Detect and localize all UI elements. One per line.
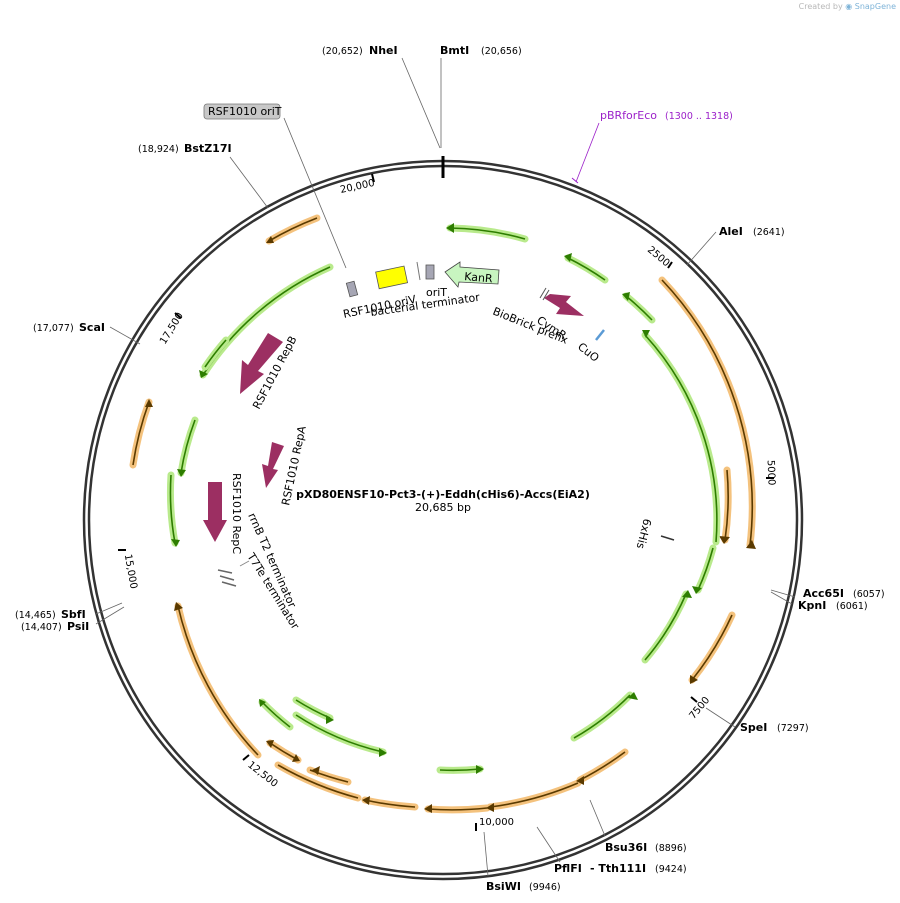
site-pos: (18,924) [138,144,179,155]
kanr-arrow [444,261,500,288]
site-name: BsiWI [486,880,521,893]
site-pos: (20,652) [322,46,363,57]
site-name: SpeI [740,721,767,734]
site-pos: (17,077) [33,323,74,334]
site-leader-lines [95,57,796,877]
rrnb-mark [239,560,250,567]
t7te-mark [217,569,233,574]
site-pos: (9424) [655,864,687,875]
site-pos: (2641) [753,227,785,238]
site-pos: (9946) [529,882,561,893]
plasmid-length: 20,685 bp [415,501,471,514]
site-name: ScaI [79,321,105,334]
repc-arrow [203,482,227,542]
plasmid-name: pXD80ENSF10-Pct3-(+)-Eddh(cHis6)-Accs(Ei… [296,488,590,501]
site-pos: (8896) [655,843,687,854]
repb-arrow [240,333,283,394]
oriv-block [375,265,409,290]
tick-label: 10,000 [479,817,514,828]
orf-arrowheads [145,236,756,813]
site-name: BmtI [440,44,469,57]
cds-arrowheads [171,223,702,774]
site-name: SbfI [61,608,86,621]
orit-line [416,261,421,281]
primer-leader [575,122,600,183]
site-pos: (6057) [853,589,885,600]
site-name: PflFI [554,862,582,875]
t7te-mark [219,575,235,581]
site-name: BstZ17I [184,142,232,155]
primer-tick [571,177,579,184]
brand-prefix: Created by [798,2,843,11]
tick-label: 17,500 [158,311,186,347]
site-name: NheI [369,44,398,57]
tick-label: 7500 [687,695,712,722]
feature-label: CuO [575,340,602,365]
orit-leader [283,117,347,269]
orit-small-block [345,280,359,298]
site-name: - Tth111I [590,862,646,875]
cuo-mark [595,329,605,341]
tick-label: 15,000 [122,553,139,589]
tick-label: 12,500 [245,760,279,790]
feature-label: RSF1010 RepC [230,473,243,554]
biobrick-mark [539,287,547,299]
bacterial-terminator-block [425,264,435,280]
site-pos: (14,465) [15,610,56,621]
tick-label: 2500 [645,244,672,269]
t7te-mark [221,581,237,587]
site-pos: (7297) [777,723,809,734]
site-name: Bsu36I [605,841,647,854]
tick-label: 5000 [765,460,777,486]
tick-marks [118,173,774,831]
biobrick-mark [542,289,550,301]
orit-label: RSF1010 oriT [208,105,282,118]
site-name: Acc65I [803,587,844,600]
snapgene-logo: ◉ SnapGene [845,2,896,11]
primer-name: pBRforEco [600,109,657,122]
primer-range: (1300 .. 1318) [665,111,733,122]
feature-label: 6xHis [634,517,654,550]
repa-arrow [262,442,284,488]
site-pos: (6061) [836,601,868,612]
brand-name: SnapGene [854,2,896,11]
snapgene-brand: Created by ◉ SnapGene [799,2,896,11]
site-name: PsiI [67,620,89,633]
site-pos: (20,656) [481,46,522,57]
site-name: KpnI [798,599,826,612]
site-pos: (14,407) [21,622,62,633]
gene-arrows [203,294,584,542]
feature-label: oriT [426,286,447,299]
orit-label-box [203,103,281,120]
6xhis-mark [660,535,675,541]
cymr-arrow [544,294,584,316]
feature-label: KanR [464,270,494,285]
site-name: AleI [719,225,743,238]
